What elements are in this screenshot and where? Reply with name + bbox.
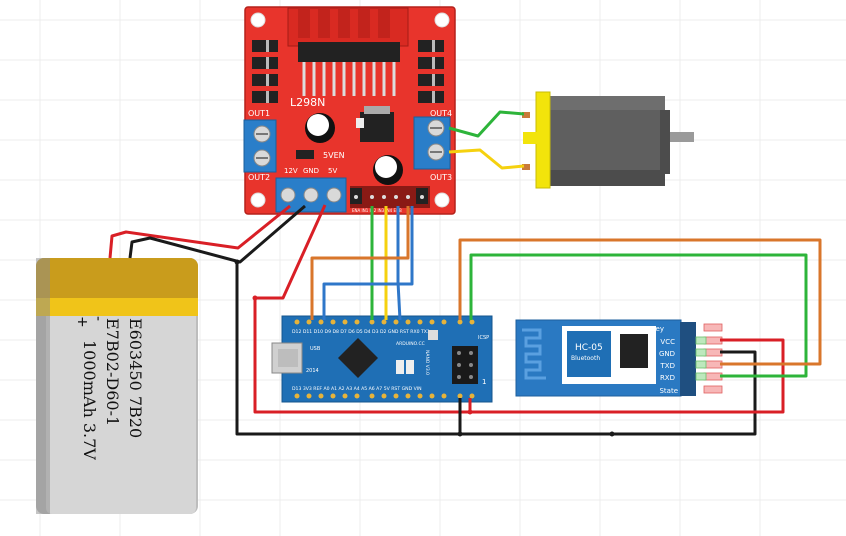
bt-pin-gnd: GND — [659, 350, 675, 358]
icsp-label: ICSP — [478, 335, 489, 341]
gnd-label: GND — [303, 167, 319, 175]
hc05-label: HC-05 — [575, 343, 603, 353]
bt-pin-rxd: RXD — [660, 374, 675, 382]
out4-label: OUT4 — [430, 109, 452, 118]
bt-pin-state: State — [659, 387, 678, 395]
v12-label: 12V — [284, 167, 298, 175]
bt-pin-vcc: VCC — [660, 338, 675, 346]
out3-label: OUT3 — [430, 173, 452, 182]
year-label: 2014 — [306, 368, 319, 374]
arduino-nano-board: D12 D11 D10 D9 D8 D7 D6 D5 D4 D3 D2 GND … — [271, 315, 493, 403]
lipo-battery: - + E603450 7B20 E7B02-D60-1 1000mAh 3.7… — [36, 258, 198, 514]
brand-label: ARDUINO.CC — [396, 341, 425, 347]
battery-minus: - — [90, 316, 106, 321]
model-label: NANO V3.0 — [424, 350, 430, 375]
battery-text-3: 1000mAh 3.7V — [80, 340, 99, 460]
battery-text-2: E7B02-D60-1 — [103, 318, 122, 426]
battery-text-1: E603450 7B20 — [126, 318, 145, 438]
nano-bottom-pin-labels: D13 3V3 REF A0 A1 A2 A3 A4 A5 A6 A7 5V R… — [292, 386, 422, 392]
out2-label: OUT2 — [248, 173, 270, 182]
usb-label: USB — [310, 346, 321, 352]
hc05-bluetooth-module: HC-05 Bluetooth Key VCC GND TXD RXD Stat… — [515, 319, 723, 397]
l298n-driver-board: L298N 5VEN OUT1 OUT2 OUT4 OUT3 — [243, 6, 456, 215]
jumper-label: 5VEN — [323, 151, 345, 160]
logic-pin-labels: ENA IN1 IN2 IN3 IN4 ENB — [352, 208, 402, 213]
v5-label: 5V — [328, 167, 337, 175]
bt-pin-txd: TXD — [660, 362, 675, 370]
out1-label: OUT1 — [248, 109, 270, 118]
nano-top-pin-labels: D12 D11 D10 D9 D8 D7 D6 D5 D4 D3 D2 GND … — [292, 329, 430, 335]
bt-pin-key: Key — [651, 325, 664, 333]
wires — [108, 110, 822, 437]
pin1-label: 1 — [482, 378, 486, 386]
battery-plus: + — [74, 316, 90, 328]
dc-motor — [522, 91, 694, 189]
chip-label: L298N — [290, 96, 325, 109]
hc05-sub-label: Bluetooth — [571, 355, 600, 362]
